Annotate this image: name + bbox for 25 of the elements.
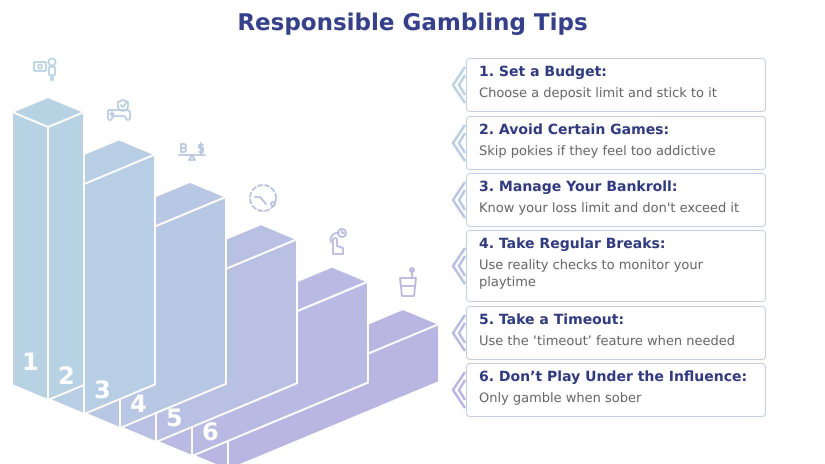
tip-card — [466, 306, 766, 360]
title: Responsible Gambling Tips — [236, 10, 589, 36]
step-number: 6 — [202, 418, 219, 446]
step-number: 3 — [94, 376, 111, 404]
tip-card — [466, 173, 766, 227]
tip-card — [466, 230, 766, 302]
step-number: 1 — [22, 348, 39, 376]
tip-text: Know your loss limit and don't exceed it — [479, 200, 740, 217]
tip-heading: 2. Avoid Certain Games: — [479, 122, 670, 138]
step-number: 2 — [58, 362, 75, 390]
tip-text: Only gamble when sober — [479, 390, 642, 407]
step-number: 5 — [166, 404, 183, 432]
tip-text: Use reality checks to monitor your playtime — [479, 257, 704, 291]
tip-heading: 5. Take a Timeout: — [479, 312, 626, 328]
tip-card — [466, 58, 766, 112]
step-number: 4 — [130, 390, 147, 418]
tip-card — [466, 363, 766, 417]
tip-heading: 4. Take Regular Breaks: — [479, 236, 666, 252]
tip-text: Skip pokies if they feel too addictive — [479, 143, 717, 160]
tip-text: Use the ‘timeout’ feature when needed — [479, 333, 736, 350]
tip-heading: 3. Manage Your Bankroll: — [479, 179, 678, 195]
tip-heading: 6. Don’t Play Under the Influence: — [479, 369, 748, 385]
tip-text: Choose a deposit limit and stick to it — [479, 85, 718, 102]
tip-card — [466, 116, 766, 170]
tip-heading: 1. Set a Budget: — [479, 64, 608, 80]
